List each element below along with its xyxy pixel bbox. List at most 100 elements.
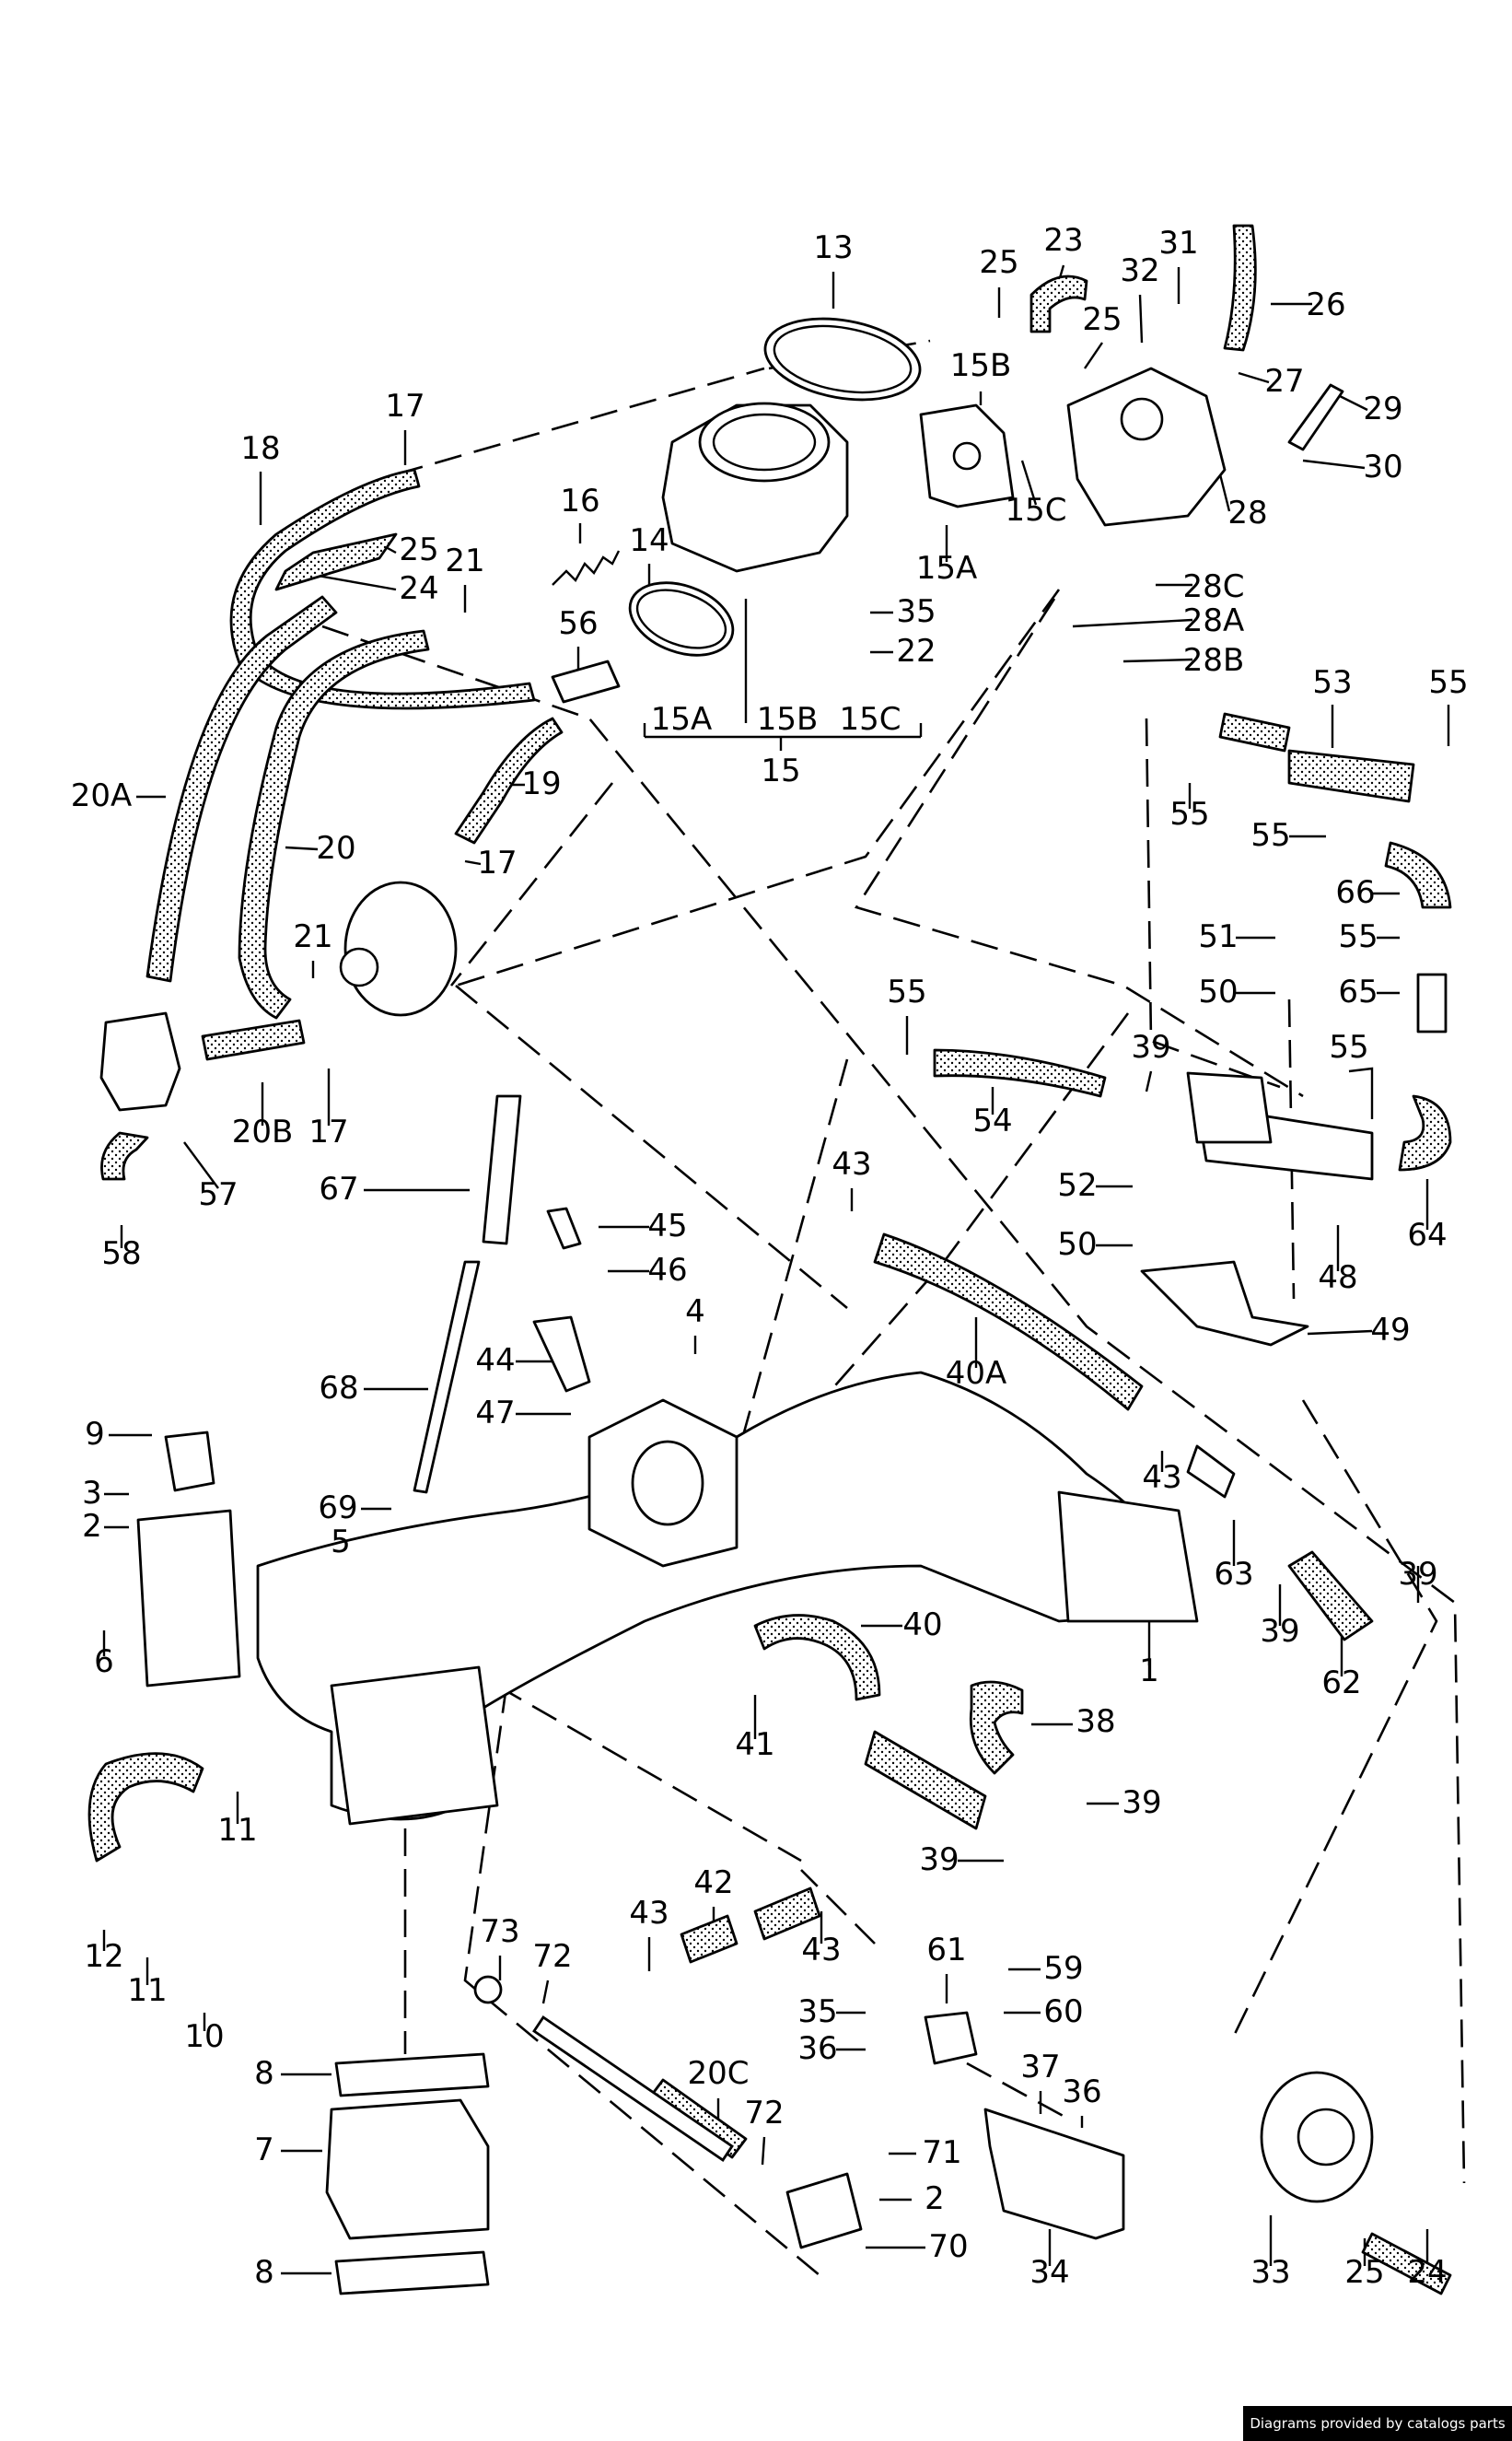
callout-label: 15B	[757, 701, 819, 738]
assembly-dash-lines	[321, 339, 1466, 2276]
callout-label: 49	[1370, 1312, 1410, 1349]
callout-label: 36	[797, 2030, 837, 2067]
callout-label: 17	[308, 1114, 348, 1150]
callout-label: 53	[1312, 664, 1352, 701]
callout-label: 43	[629, 1895, 669, 1932]
hoses	[87, 468, 1452, 2295]
callout-label: 72	[532, 1938, 572, 1975]
callout-label: 15	[761, 753, 800, 789]
callout-label: 25	[1082, 301, 1122, 338]
leader-lines	[102, 264, 1450, 2275]
callout-label: 43	[801, 1932, 841, 1968]
callout-label: 13	[813, 229, 853, 266]
callout-label: 66	[1335, 874, 1375, 911]
callout-label: 31	[1158, 225, 1198, 262]
callout-label: 62	[1321, 1664, 1361, 1701]
callout-label: 28C	[1182, 568, 1244, 605]
callout-label: 24	[1407, 2254, 1447, 2291]
callout-label: 35	[896, 593, 936, 630]
callout-label: 35	[797, 1993, 837, 2030]
credit-banner: Diagrams provided by catalogs parts	[1243, 2406, 1512, 2441]
callout-label: 43	[832, 1146, 871, 1183]
callout-label: 17	[385, 388, 425, 425]
callout-label: 16	[560, 483, 599, 520]
callout-label: 41	[735, 1726, 774, 1763]
rigid-parts	[99, 224, 1448, 2295]
callout-label: 43	[1142, 1459, 1181, 1496]
callout-label: 17	[477, 845, 517, 882]
callout-label: 2	[925, 2180, 945, 2217]
callout-label: 39	[1122, 1784, 1161, 1821]
callout-label: 50	[1057, 1226, 1097, 1263]
callout-label: 22	[896, 633, 936, 670]
callout-label: 15A	[651, 701, 713, 738]
callout-label: 42	[693, 1864, 733, 1901]
callout-label: 47	[475, 1395, 515, 1431]
callout-label: 65	[1338, 974, 1378, 1010]
callout-label: 55	[1250, 817, 1290, 854]
callout-label: 20	[316, 830, 355, 867]
callout-label: 30	[1363, 449, 1402, 485]
callout-label: 68	[319, 1370, 358, 1407]
callout-label: 55	[887, 974, 926, 1010]
callout-label: 25	[399, 531, 438, 568]
callout-label: 28	[1227, 495, 1267, 531]
callout-label: 29	[1363, 391, 1402, 427]
callout-label: 61	[926, 1932, 966, 1968]
callout-label: 11	[127, 1972, 167, 2009]
callout-label: 7	[254, 2131, 274, 2168]
callout-label: 67	[319, 1171, 358, 1208]
callout-label: 5	[331, 1524, 351, 1560]
callout-label: 26	[1306, 286, 1345, 323]
callout-label: 3	[82, 1475, 102, 1512]
callout-label: 19	[521, 765, 561, 802]
callout-label: 50	[1198, 974, 1238, 1010]
callout-label: 71	[922, 2134, 961, 2171]
callout-label: 33	[1250, 2254, 1290, 2291]
callout-label: 54	[972, 1103, 1012, 1139]
callout-label: 40	[902, 1606, 942, 1643]
callout-label: 21	[445, 543, 484, 579]
callout-label: 40A	[946, 1355, 1007, 1392]
callout-label: 69	[318, 1489, 357, 1526]
callout-label: 15A	[916, 550, 978, 587]
callout-label: 24	[399, 570, 438, 607]
callout-label: 32	[1120, 252, 1159, 289]
callout-label: 57	[198, 1176, 238, 1213]
callout-label: 15C	[1005, 492, 1066, 529]
callout-label: 45	[647, 1208, 687, 1244]
callout-label: 20A	[71, 777, 133, 814]
callout-label: 39	[1260, 1613, 1299, 1650]
callout-label: 39	[1131, 1029, 1170, 1066]
callout-label: 4	[685, 1293, 705, 1330]
callout-label: 36	[1062, 2073, 1101, 2110]
callout-label: 20B	[232, 1114, 294, 1150]
callout-label: 8	[254, 2254, 274, 2291]
callout-label: 44	[475, 1342, 515, 1379]
callout-label: 34	[1029, 2254, 1069, 2291]
callout-label: 27	[1264, 363, 1304, 400]
callout-label: 70	[928, 2228, 968, 2265]
callout-label: 63	[1214, 1556, 1253, 1593]
callout-label: 55	[1169, 796, 1209, 833]
callout-label: 37	[1020, 2049, 1060, 2085]
callout-label: 73	[480, 1913, 519, 1950]
callout-label: 11	[217, 1812, 257, 1849]
callout-label: 46	[647, 1252, 687, 1289]
callout-label: 10	[184, 2018, 224, 2055]
callout-label: 28B	[1183, 642, 1245, 679]
callout-label: 39	[1398, 1556, 1437, 1593]
callout-label: 38	[1076, 1703, 1115, 1740]
callout-label: 18	[240, 430, 280, 467]
callout-label: 15C	[839, 701, 901, 738]
callout-label: 25	[1344, 2254, 1384, 2291]
callout-label: 51	[1198, 918, 1238, 955]
callout-label: 52	[1057, 1167, 1097, 1204]
callout-label: 21	[293, 918, 332, 955]
callout-label: 2	[82, 1508, 102, 1545]
callout-label: 48	[1318, 1259, 1357, 1296]
callout-label: 28A	[1183, 602, 1245, 639]
callout-label: 6	[94, 1643, 114, 1680]
callout-label: 25	[979, 244, 1018, 281]
